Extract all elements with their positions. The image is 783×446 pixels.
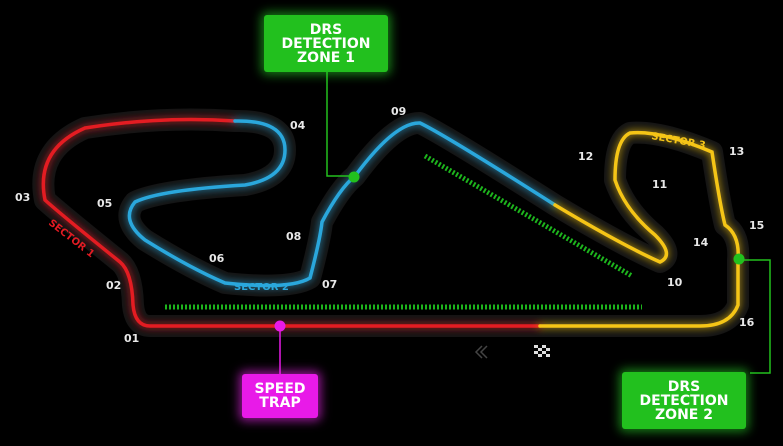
turn-03-label: 03	[15, 191, 30, 204]
track-halo	[32, 108, 750, 337]
drs-1-detection-point	[348, 171, 360, 183]
turn-13-label: 13	[729, 145, 744, 158]
drs-2-line-3: ZONE 2	[655, 406, 713, 423]
direction-chevrons-icon	[474, 345, 488, 359]
drs-1-connector	[326, 70, 354, 177]
drs-1-line-2: DETECTION	[281, 35, 371, 52]
sector-3-path	[538, 130, 740, 328]
turn-09-label: 09	[391, 105, 406, 118]
speed-trap-box: SPEED TRAP	[242, 374, 318, 418]
turn-08-label: 08	[286, 230, 301, 243]
turn-01-label: 01	[124, 332, 139, 345]
turn-12-label: 12	[578, 150, 593, 163]
sector-1-path	[41, 117, 542, 328]
chequered-flag-icon	[534, 345, 550, 357]
turn-11-label: 11	[652, 178, 667, 191]
drs-2-connector	[739, 259, 771, 374]
turn-06-label: 06	[209, 252, 225, 265]
drs-1-line-3: ZONE 1	[297, 49, 355, 66]
sector-2-label: SECTOR 2	[234, 282, 289, 293]
turn-02-label: 02	[106, 279, 121, 292]
drs-1-line-1: DRS	[309, 21, 343, 38]
turn-15-label: 15	[749, 219, 764, 232]
drs-detection-zone-2-box: DRS DETECTION ZONE 2	[622, 372, 746, 429]
turn-14-label: 14	[693, 236, 709, 249]
speed-trap-point	[274, 320, 286, 332]
turn-10-label: 10	[667, 276, 683, 289]
speed-trap-line-2: TRAP	[259, 395, 301, 411]
drs-2-detection-point	[733, 253, 745, 265]
drs-2-line-2: DETECTION	[639, 392, 729, 409]
drs-detection-zone-1-box: DRS DETECTION ZONE 1	[264, 15, 388, 72]
turn-05-label: 05	[97, 197, 112, 210]
speed-trap-line-1: SPEED	[254, 381, 306, 397]
turn-16-label: 16	[739, 316, 755, 329]
turn-07-label: 07	[322, 278, 337, 291]
sector-2-path	[127, 119, 557, 288]
turn-04-label: 04	[290, 119, 306, 132]
drs-2-line-1: DRS	[667, 378, 701, 395]
drs-zone-back-straight	[423, 153, 634, 279]
